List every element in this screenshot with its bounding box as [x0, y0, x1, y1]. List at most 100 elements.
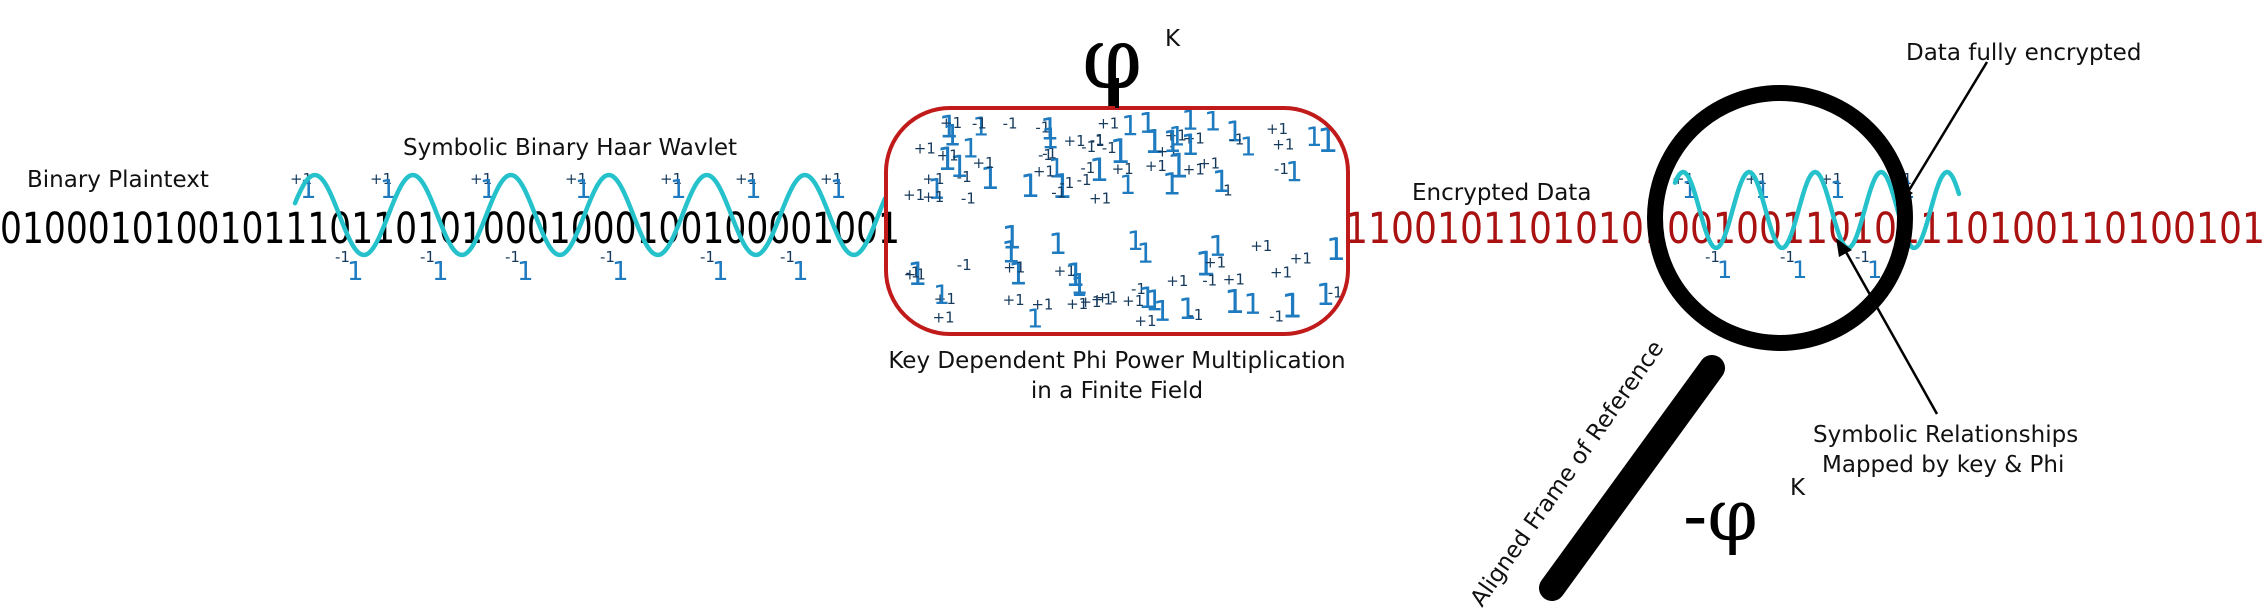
box-plus-one-mark: +1	[1270, 263, 1292, 281]
box-plus-one-mark: +1	[1091, 290, 1113, 308]
box-one-mark: 1	[1138, 106, 1156, 140]
wave-plus-one-mark: +1	[470, 170, 492, 188]
box-minus-one-mark: -1	[1090, 131, 1105, 149]
wave-plus-one-mark: +1	[660, 170, 682, 188]
box-minus-one-mark: -1	[1059, 174, 1074, 192]
data-fully-encrypted-label: Data fully encrypted	[1906, 40, 2141, 66]
box-one-mark: 1	[1089, 151, 1109, 189]
magnified-wave	[1672, 169, 1962, 251]
wave-symbol-marks: +11+11+11+11+11+11+11-11-11-11-11-11-11+…	[290, 170, 1915, 287]
box-plus-one-mark: +1	[1204, 254, 1226, 272]
magnified-one-mark: 1	[1830, 176, 1845, 204]
box-one-mark: 1	[950, 150, 969, 185]
box-minus-one-mark: -1	[1188, 306, 1203, 324]
box-plus-one-mark: +1	[932, 309, 954, 327]
box-plus-one-mark: +1	[1089, 189, 1111, 207]
box-plus-one-mark: +1	[1183, 161, 1205, 179]
box-plus-one-mark: +1	[1183, 129, 1205, 147]
wave-one-mark: 1	[432, 257, 449, 287]
box-one-mark: 1	[1119, 170, 1136, 201]
encrypted-data-label: Encrypted Data	[1412, 180, 1591, 206]
wave-plus-one-mark: +1	[735, 170, 757, 188]
box-one-mark: 1	[1226, 115, 1244, 148]
box-one-mark: 1	[1240, 132, 1257, 162]
box-plus-one-mark: +1	[1145, 157, 1167, 175]
binary-plaintext-label: Binary Plaintext	[27, 167, 209, 193]
box-one-mark: 1	[1163, 125, 1182, 160]
wave-one-mark: 1	[517, 257, 534, 287]
box-one-mark: 1	[928, 173, 946, 206]
wave-one-mark: 1	[830, 175, 847, 205]
magnified-minus-one-mark: -1	[1705, 248, 1720, 266]
box-one-mark: 1	[1110, 132, 1131, 171]
box-minus-one-mark: -1	[1081, 138, 1096, 156]
box-plus-one-mark: +1	[1166, 272, 1188, 290]
box-one-mark: 1	[1224, 282, 1245, 321]
box-plus-one-mark: +1	[1063, 132, 1085, 150]
wave-one-mark: 1	[380, 175, 397, 205]
neg-phi-k-symbol: -φ	[1683, 473, 1758, 557]
box-one-mark: 1	[1285, 157, 1302, 188]
box-plus-one-mark: +1	[1250, 237, 1272, 255]
key-dependent-label-line2: in a Finite Field	[1031, 378, 1203, 404]
box-minus-one-mark: -1	[1080, 159, 1095, 177]
haar-wavelet-wave	[292, 172, 888, 258]
symbolic-relationships-label-line1: Symbolic Relationships	[1813, 422, 2078, 448]
box-one-mark: 1	[1243, 288, 1261, 321]
box-plus-one-mark: +1	[904, 265, 926, 283]
box-one-mark: 1	[973, 112, 990, 142]
box-one-mark: 1	[1153, 294, 1171, 328]
box-plus-one-mark: +1	[1290, 250, 1312, 268]
box-plus-one-mark: +1	[922, 188, 944, 206]
neg-phi-k-exponent: K	[1790, 475, 1806, 501]
box-plus-one-mark: +1	[1066, 295, 1088, 313]
box-plus-one-mark: +1	[1054, 262, 1076, 280]
box-one-mark: 1	[1212, 165, 1231, 200]
wave-one-mark: 1	[575, 175, 592, 205]
box-one-mark: 1	[1048, 154, 1065, 185]
wave-one-mark: 1	[712, 257, 729, 287]
box-one-mark: 1	[980, 161, 1000, 197]
box-plus-one-mark: +1	[1003, 258, 1025, 276]
wave-plus-one-mark: +1	[820, 170, 842, 188]
box-plus-one-mark: +1	[1134, 312, 1156, 330]
box-plus-one-mark: +1	[903, 186, 925, 204]
box-one-mark: 1	[1181, 128, 1200, 162]
arrow-icon	[1836, 61, 1989, 415]
wave-one-mark: 1	[670, 175, 687, 205]
box-plus-one-mark: +1	[914, 139, 936, 157]
box-plus-one-mark: +1	[972, 154, 994, 172]
box-one-mark: 1	[1168, 147, 1189, 186]
box-one-mark: 1	[1204, 107, 1221, 138]
box-plus-one-mark: +1	[1003, 291, 1025, 309]
box-one-mark: 1	[1001, 235, 1020, 270]
box-plus-one-mark: +1	[1096, 288, 1118, 306]
wave-minus-one-mark: -1	[700, 248, 715, 266]
box-plus-one-mark: +1	[1112, 160, 1134, 178]
box-plus-one-mark: +1	[1122, 292, 1144, 310]
box-minus-one-mark: -1	[1202, 271, 1217, 289]
box-one-mark: 1	[962, 133, 979, 164]
magnifying-glass-icon	[1539, 85, 1913, 601]
box-one-mark: 1	[1208, 229, 1226, 263]
box-minus-one-mark: -1	[1090, 132, 1105, 150]
box-one-mark: 1	[933, 280, 950, 311]
wave-plus-one-mark: +1	[370, 170, 392, 188]
box-plus-one-mark: +1	[1031, 296, 1053, 314]
box-one-mark: 1	[1001, 219, 1021, 257]
wave-one-mark: 1	[612, 257, 629, 287]
wave-plus-one-mark: +1	[565, 170, 587, 188]
wave-minus-one-mark: -1	[505, 248, 520, 266]
box-plus-one-mark: +1	[1097, 115, 1119, 133]
box-minus-one-mark: -1	[1218, 182, 1233, 200]
box-plus-one-mark: +1	[1079, 293, 1101, 311]
box-one-mark: 1	[1306, 122, 1323, 153]
box-minus-one-mark: -1	[1229, 131, 1244, 149]
wave-minus-one-mark: -1	[335, 248, 350, 266]
box-plus-one-mark: +1	[1198, 154, 1220, 172]
box-minus-one-mark: -1	[1077, 171, 1092, 189]
box-one-mark: 1	[1048, 227, 1067, 261]
box-one-mark: 1	[907, 257, 927, 293]
key-dependent-label-line1: Key Dependent Phi Power Multiplication	[888, 348, 1345, 374]
